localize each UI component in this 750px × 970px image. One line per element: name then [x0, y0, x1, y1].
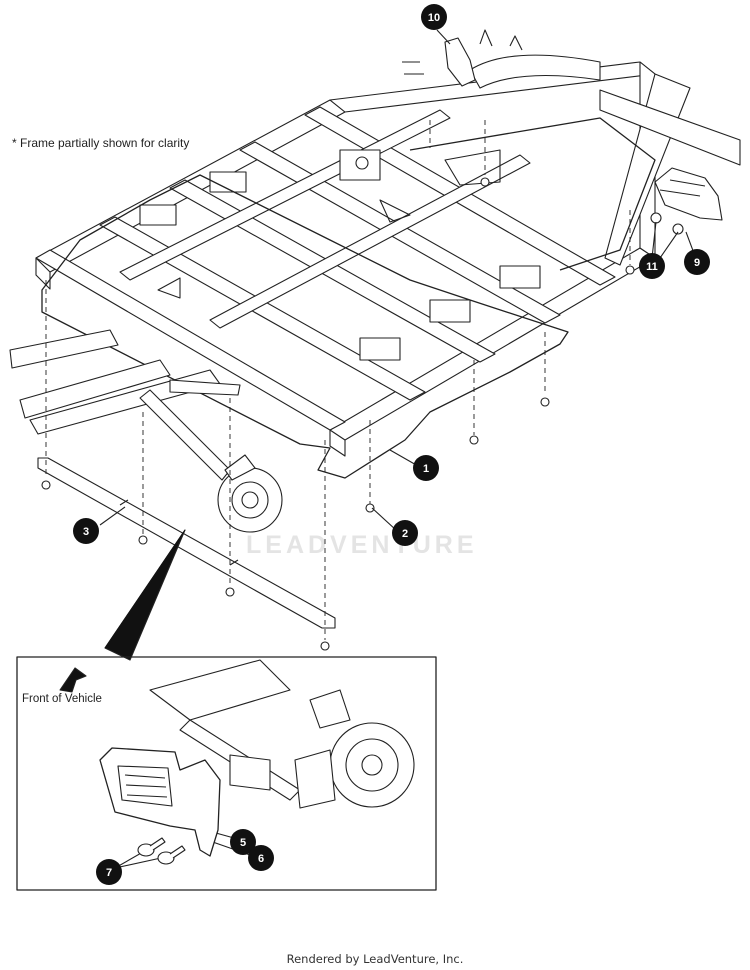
bolts — [41, 61, 684, 651]
callout-9-label: 9 — [694, 257, 700, 269]
frame-note: * Frame partially shown for clarity — [12, 136, 190, 150]
callout-1: 1 — [413, 455, 439, 481]
callout-5-label: 5 — [240, 837, 246, 849]
callout-7: 7 — [96, 859, 122, 885]
callout-6: 6 — [248, 845, 274, 871]
callout-9: 9 — [684, 249, 710, 275]
skid-plate-main — [41, 174, 569, 479]
callout-5: 5 — [230, 829, 256, 855]
callout-11: 11 — [639, 253, 665, 279]
watermark: LEADVENTURE — [246, 531, 478, 559]
front-arrow-icon — [59, 667, 87, 693]
callout-6-label: 6 — [258, 853, 264, 865]
callout-3: 3 — [73, 518, 99, 544]
front-suspension — [9, 329, 283, 533]
callout-3-label: 3 — [83, 526, 89, 538]
callout-1-label: 1 — [423, 463, 429, 475]
rear-guard-top — [444, 37, 476, 87]
front-of-vehicle-label: Front of Vehicle — [22, 693, 102, 705]
callout-10: 10 — [421, 4, 447, 30]
callout-2-label: 2 — [402, 528, 408, 540]
callout-2: 2 — [392, 520, 418, 546]
callout-11-label: 11 — [646, 261, 658, 273]
footer-credit: Rendered by LeadVenture, Inc. — [286, 952, 464, 966]
inset-bolts — [137, 837, 186, 865]
detail-inset-frame — [16, 656, 437, 891]
skid-strip — [37, 457, 336, 629]
callout-10-label: 10 — [428, 12, 440, 24]
callout-7-label: 7 — [106, 867, 112, 879]
inset-suspension-detail — [149, 659, 415, 809]
